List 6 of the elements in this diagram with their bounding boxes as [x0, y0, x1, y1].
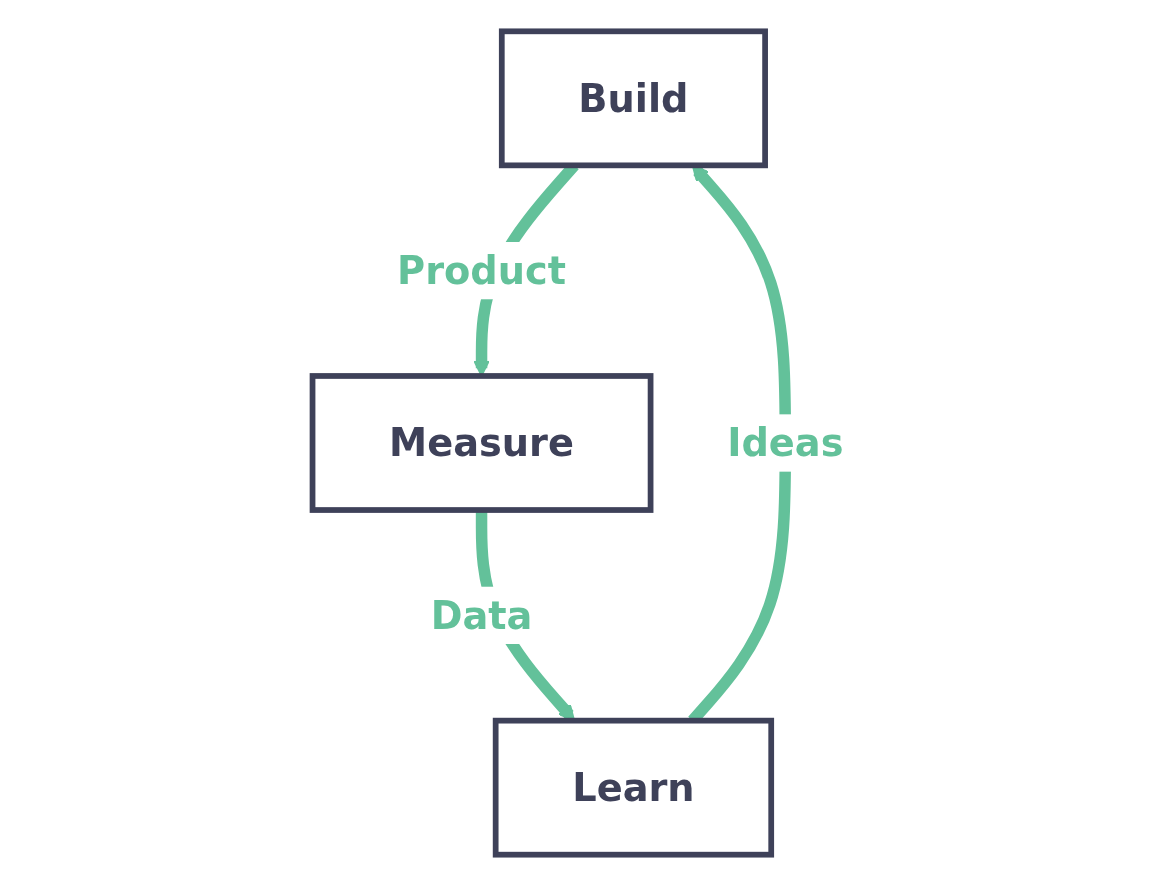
- edge-label: Product: [397, 247, 567, 294]
- edge-label: Ideas: [727, 420, 844, 466]
- node-box: Learn: [492, 717, 775, 858]
- node-box: Build: [498, 28, 768, 169]
- edge-label: Data: [430, 592, 533, 639]
- node-box: Measure: [309, 373, 654, 513]
